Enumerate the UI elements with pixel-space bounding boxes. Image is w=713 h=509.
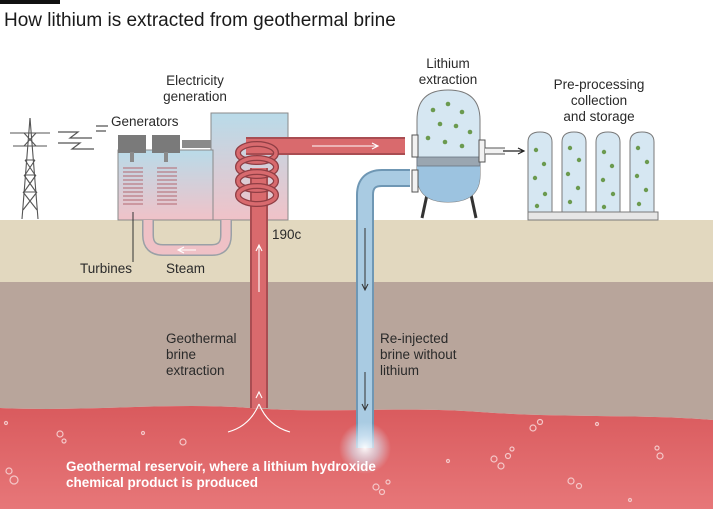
label-line: Re-injected [380,331,449,346]
label-line: brine without [380,347,457,362]
label-line: lithium [380,363,420,378]
reservoir-label: Geothermal reservoir, where a lithium hy… [66,459,376,491]
label-line: Geothermal reservoir, where a lithium hy… [66,459,376,474]
steam-label: Steam [166,261,206,276]
header-rule [0,0,60,4]
pylon-icon [10,117,50,220]
label-line: Geothermal [166,331,237,346]
lithium-granules [425,101,650,210]
label-line: generation [163,89,227,104]
generators-label: Generators [111,114,179,129]
electricity-generation-label: Electricity generation [152,73,238,105]
inflow-swirl [227,390,291,433]
label-line: extraction [418,72,478,87]
storage-silos [527,131,659,221]
generator-block-2 [152,135,180,153]
reservoir-bubbles [3,418,664,503]
electricity-bolt-icon [58,125,108,150]
temperature-label: 190c [272,227,302,242]
reinjected-brine-label: Re-injected brine without lithium [380,331,457,379]
label-line: collection [570,93,628,108]
reinjection-glow [339,422,391,474]
generator-block [118,135,146,153]
turbines-label: Turbines [80,261,133,276]
label-line: extraction [166,363,225,378]
label-line: Lithium [426,56,470,71]
label-line: brine [166,347,197,362]
label-line: and storage [563,109,635,124]
turbine-fins [123,167,177,205]
lithium-extraction-label: Lithium extraction [405,56,491,88]
diagram-title: How lithium is extracted from geothermal… [4,10,396,31]
label-line: chemical product is produced [66,475,259,490]
geothermal-brine-extraction-label: Geothermal brine extraction [166,331,237,379]
label-line: Pre-processing [553,77,645,92]
filter-screen [416,156,481,167]
label-line: Electricity [166,73,224,88]
heat-exchanger-coil [235,141,279,207]
preprocessing-label: Pre-processing collection and storage [540,77,658,125]
lithium-extraction-tank [411,89,526,219]
